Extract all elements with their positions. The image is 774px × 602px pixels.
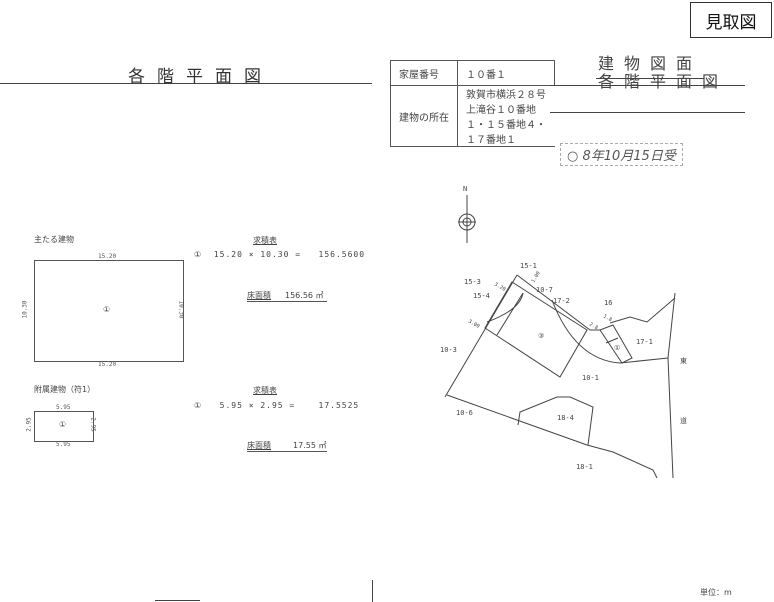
formula-mark: ① bbox=[194, 401, 203, 410]
parcel-label: 10-3 bbox=[440, 346, 457, 354]
divider bbox=[155, 600, 200, 601]
divider bbox=[0, 83, 372, 84]
parcel-label: 17-2 bbox=[553, 297, 570, 305]
main-building-plan bbox=[34, 260, 184, 362]
dim-label: 3.00 bbox=[467, 319, 480, 330]
divider bbox=[550, 85, 745, 86]
dim-label: 2.8 bbox=[588, 322, 599, 332]
parcel-label: 10-7 bbox=[536, 286, 553, 294]
formula: 5.95 × 2.95 = bbox=[219, 401, 296, 410]
road-label: 東 bbox=[680, 356, 687, 365]
house-number-label: 家屋番号 bbox=[390, 60, 458, 86]
floor-area-row: 床面積 156.56 ㎡ bbox=[247, 290, 327, 302]
location-label: 建物の所在 bbox=[390, 85, 458, 147]
view-map-badge: 見取図 bbox=[690, 2, 772, 38]
parcel-label: 15-4 bbox=[473, 292, 490, 300]
received-stamp: ○ 8年10月15日受 bbox=[560, 143, 683, 166]
north-label: N bbox=[463, 185, 467, 193]
parcel-label: 10-6 bbox=[456, 409, 473, 417]
drawing-title: 建物図面 bbox=[598, 54, 703, 73]
area-value: 156.56 ㎡ bbox=[285, 291, 324, 300]
dim-label: 3.20 bbox=[493, 282, 506, 293]
parcel-line bbox=[446, 394, 658, 479]
formula: 15.20 × 10.30 = bbox=[213, 250, 302, 259]
parcel-line bbox=[444, 274, 518, 398]
dim-label: 1.00 bbox=[531, 271, 542, 284]
annex-building-label: 附属建物（符1） bbox=[34, 385, 96, 394]
dim-top: 5.95 bbox=[56, 404, 71, 411]
info-table: 家屋番号 １０番１ 建物の所在 敦賀市横浜２８号上滝谷１０番地１・１５番地４・１… bbox=[390, 60, 555, 147]
strike-line bbox=[596, 78, 704, 79]
building-mark: ③ bbox=[538, 332, 544, 340]
area-label: 床面積 bbox=[247, 441, 271, 450]
annex-building-plan bbox=[34, 411, 94, 442]
area-label: 床面積 bbox=[247, 291, 271, 300]
building-mark: ① bbox=[59, 420, 67, 429]
formula-mark: ① bbox=[194, 250, 203, 259]
formula-result: 156.5600 bbox=[318, 250, 366, 259]
building-3-outline bbox=[484, 281, 588, 378]
building-1-outline bbox=[599, 324, 633, 364]
area-value: 17.55 ㎡ bbox=[293, 441, 327, 450]
dim-top: 15.20 bbox=[98, 253, 117, 260]
main-building-label: 主たる建物 bbox=[34, 235, 74, 244]
parcel-label: 16 bbox=[604, 299, 612, 307]
dim-label: 1.8 bbox=[602, 314, 613, 324]
page-title: 各階平面図 bbox=[128, 67, 273, 87]
compass-icon bbox=[458, 195, 476, 243]
divider bbox=[550, 112, 745, 113]
divider bbox=[372, 580, 373, 602]
building-mark: ① bbox=[614, 344, 620, 352]
drawing-title-struck: 各階平面図 bbox=[598, 72, 729, 91]
location-value: 敦賀市横浜２８号上滝谷１０番地１・１５番地４・１７番地１ bbox=[457, 85, 555, 147]
parcel-label: 17-1 bbox=[636, 338, 653, 346]
road-line bbox=[667, 292, 676, 479]
parcel-label: 18-4 bbox=[557, 414, 574, 422]
road-label: 道 bbox=[680, 416, 687, 425]
parcel-label: 15-1 bbox=[520, 262, 537, 270]
calc-title: 求積表 bbox=[253, 386, 277, 395]
parcel-label: 10-1 bbox=[582, 374, 599, 382]
formula-result: 17.5525 bbox=[318, 401, 360, 410]
building-mark: ① bbox=[103, 305, 111, 314]
dim-bottom: 5.95 bbox=[56, 441, 71, 448]
parcel-label: 18-1 bbox=[576, 463, 593, 471]
floor-area-row: 床面積 17.55 ㎡ bbox=[247, 440, 327, 452]
parcel-label: 15-3 bbox=[464, 278, 481, 286]
unit-label: 単位：m bbox=[700, 588, 732, 597]
dim-bottom: 15.20 bbox=[98, 361, 117, 368]
calc-title: 求積表 bbox=[253, 236, 277, 245]
